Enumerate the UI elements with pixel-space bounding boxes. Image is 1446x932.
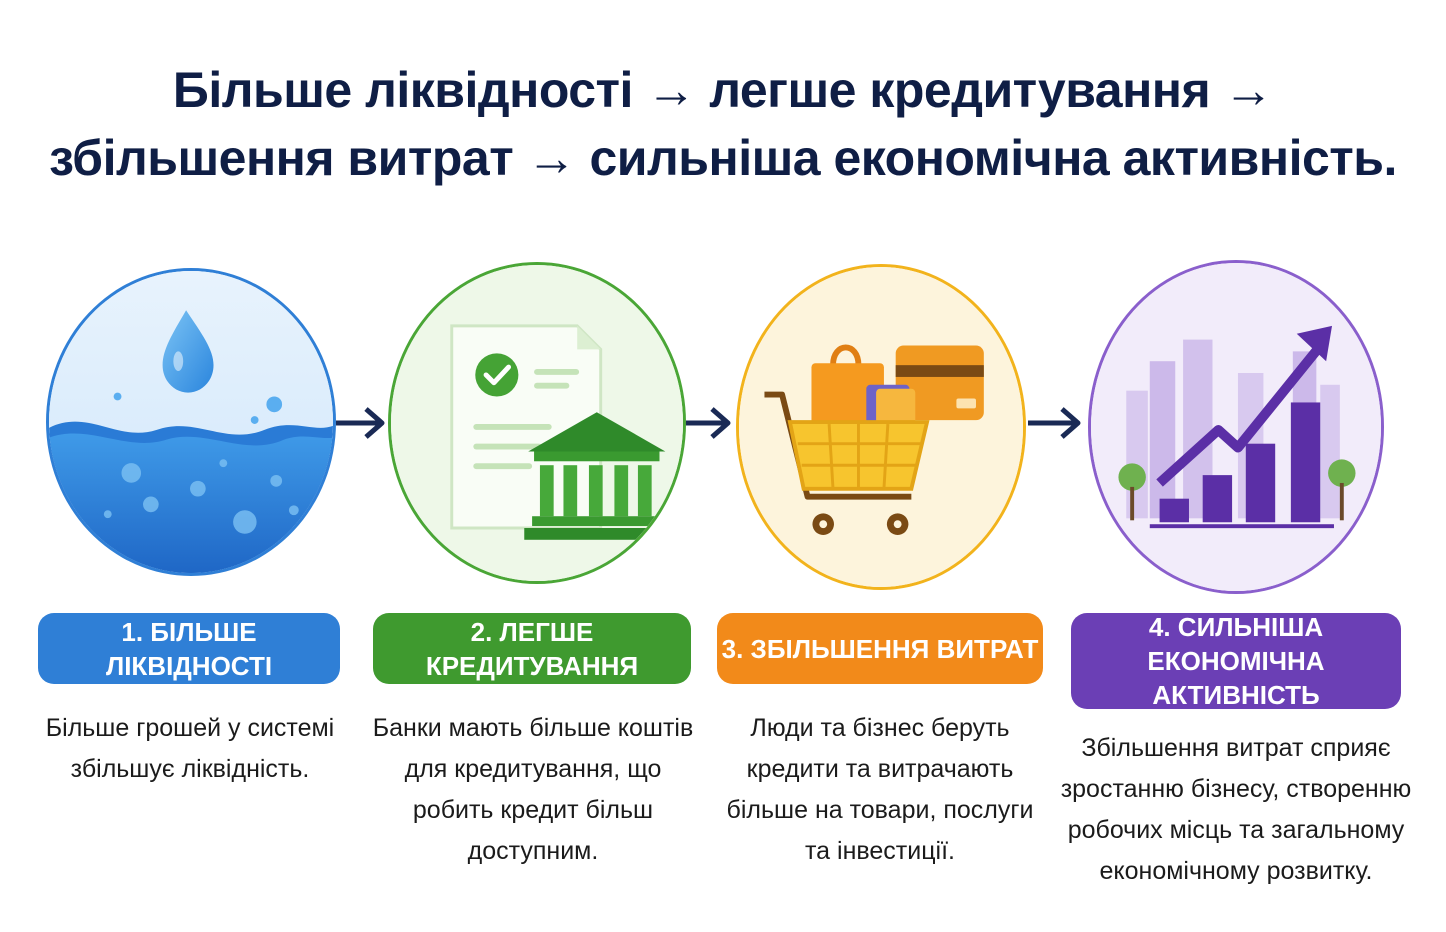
step-1-label: 1. БІЛЬШЕ ЛІКВІДНОСТІ xyxy=(38,613,340,684)
description-line: зростанню бізнесу, створенню xyxy=(1060,775,1412,803)
growth-chart-icon xyxy=(1088,260,1384,594)
description-line: для кредитування, що xyxy=(404,755,662,783)
page-title: Більше ліквідності → легше кредитування … xyxy=(0,56,1446,192)
arrow-right-icon xyxy=(686,407,731,439)
description-line: робочих місць та загальному xyxy=(1067,816,1405,844)
step-2-label: 2. ЛЕГШЕ КРЕДИТУВАННЯ xyxy=(373,613,691,684)
description-line: збільшує ліквідність. xyxy=(70,755,310,783)
description-line: більше на товари, послуги xyxy=(726,796,1034,824)
step-3-label-text: 3. ЗБІЛЬШЕННЯ ВИТРАТ xyxy=(721,633,1039,664)
description-line: Люди та бізнес беруть xyxy=(750,714,1010,742)
step-1-description: Більше грошей у системі збільшує ліквідн… xyxy=(30,708,350,790)
bank-document-icon xyxy=(388,262,686,584)
description-line: Збільшення витрат сприяє xyxy=(1081,734,1391,762)
water-icon xyxy=(46,268,336,576)
step-2-label-text: 2. ЛЕГШЕ КРЕДИТУВАННЯ xyxy=(425,616,639,681)
step-4-label: 4. СИЛЬНІША ЕКОНОМІЧНА АКТИВНІСТЬ xyxy=(1071,612,1401,710)
title-line-2: збільшення витрат → сильніша економічна … xyxy=(49,130,1397,186)
step-1-label-text: 1. БІЛЬШЕ ЛІКВІДНОСТІ xyxy=(105,616,273,681)
step-3-label: 3. ЗБІЛЬШЕННЯ ВИТРАТ xyxy=(717,613,1043,684)
step-3-description: Люди та бізнес беруть кредити та витрача… xyxy=(712,708,1048,872)
arrow-right-icon xyxy=(336,407,385,439)
step-4-label-line-2: ЕКОНОМІЧНА АКТИВНІСТЬ xyxy=(1147,646,1325,710)
arrow-right-icon xyxy=(1028,407,1081,439)
description-line: та інвестиції. xyxy=(805,837,955,865)
title-line-1: Більше ліквідності → легше кредитування … xyxy=(172,62,1274,118)
description-line: робить кредит більш xyxy=(412,796,654,824)
description-line: доступним. xyxy=(467,837,599,865)
step-4-description: Збільшення витрат сприяє зростанню бізне… xyxy=(1056,728,1416,892)
description-line: Більше грошей у системі xyxy=(45,714,335,742)
description-line: кредити та витрачають xyxy=(746,755,1014,783)
step-2-description: Банки мають більше коштів для кредитуван… xyxy=(368,708,698,872)
description-line: Банки мають більше коштів xyxy=(372,714,694,742)
description-line: економічному розвитку. xyxy=(1099,857,1373,885)
step-4-label-line-1: 4. СИЛЬНІША xyxy=(1148,612,1324,642)
shopping-cart-icon xyxy=(736,264,1026,590)
